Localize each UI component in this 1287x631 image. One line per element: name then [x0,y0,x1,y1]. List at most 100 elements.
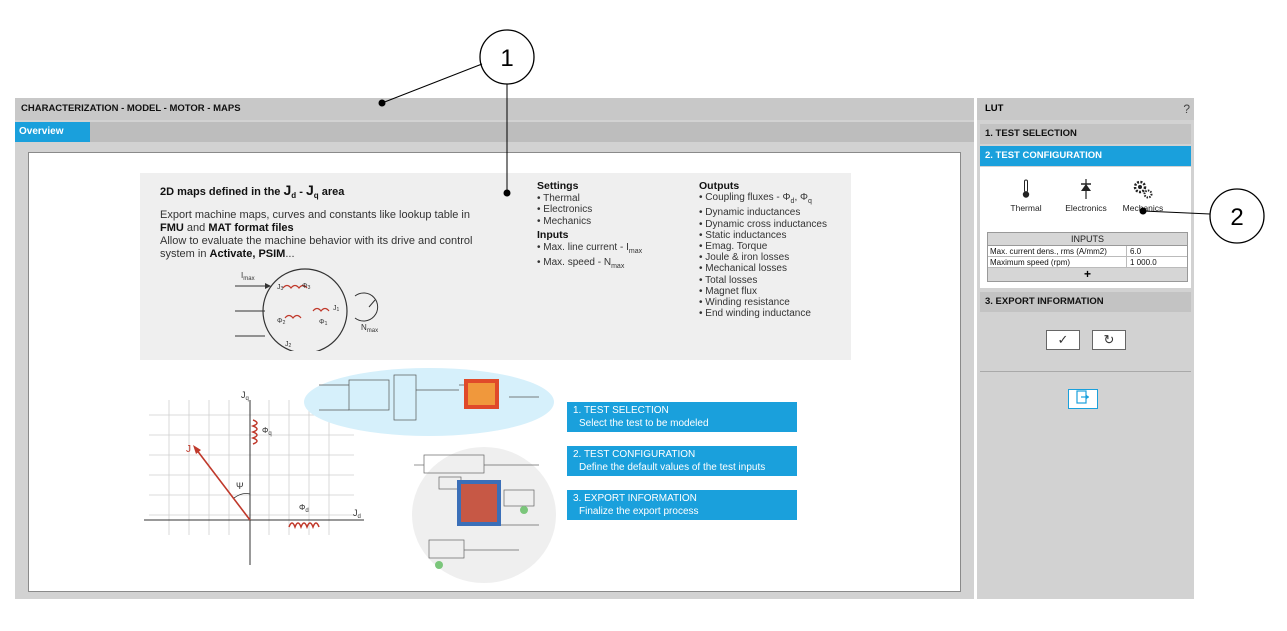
step-title: 3. EXPORT INFORMATION [573,493,697,504]
outputs-flux-sep: , Φ [794,192,808,204]
settings-item: Thermal [537,193,642,205]
vector-label-psi: Ψ [236,481,244,491]
inputs-table: INPUTS Max. current dens., rms (A/mm2) 6… [987,232,1188,282]
svg-text:Nmax: Nmax [361,323,378,334]
inputs-item: Max. speed - Nmax [537,257,642,273]
motor-label-j3: J [277,284,281,291]
step-subtitle: Select the test to be modeled [579,417,709,429]
callout-number-2: 2 [1230,204,1243,231]
settings-item: Mechanics [537,216,642,228]
main-panel: CHARACTERIZATION - MODEL - MOTOR - MAPS … [15,98,974,599]
title-suffix: area [321,186,345,198]
section-export-information[interactable]: 3. EXPORT INFORMATION [980,292,1191,312]
axis-label-jd-sub: d [358,514,361,520]
motor-label-phi2: Φ [277,318,283,325]
accept-button[interactable]: ✓ [1046,330,1080,350]
desc-fmu: FMU [160,222,184,234]
outputs-item: Magnet flux [699,286,827,297]
coil-d [288,522,320,530]
callout-circle-1 [479,29,535,85]
circuit-backdrop-top [304,368,554,436]
outputs-flux-sub-d: d [790,198,795,206]
tab-bar: Overview [15,122,974,142]
vector-label-phid-sub: d [305,508,308,514]
add-input-button[interactable]: + [988,268,1187,281]
motor-label-phi2-sub: 2 [283,320,286,326]
settings-heading: Settings [537,180,579,192]
title-prefix: 2D maps defined in the [160,186,281,198]
overview-content: 2D maps defined in the Jd - Jq area Expo… [28,152,961,592]
circuit-diagram-bottom [414,454,539,559]
current-vector-arrowhead [193,445,201,454]
overview-illustration: Jq Jd J Ψ Φq Φd [144,368,556,583]
inputs-item-text: Max. line current - I [543,241,629,253]
inputs-item: Max. line current - Imax [537,242,642,258]
title-sub-d: d [291,191,297,201]
mechanics-setting[interactable]: Mechanics [1114,179,1172,213]
section-test-selection[interactable]: 1. TEST SELECTION [980,124,1191,144]
help-icon[interactable]: ? [1183,102,1190,116]
outputs-heading: Outputs [699,180,740,192]
step-title: 2. TEST CONFIGURATION [573,449,696,460]
motor-label-j2: J [285,341,289,348]
motor-label-phi3: Φ [302,283,308,290]
overview-title: 2D maps defined in the Jd - Jq area [160,182,344,200]
outputs-item: Static inductances [699,230,827,241]
title-dash: - [296,186,306,198]
coil-q [250,419,258,445]
callout-circle-2 [1209,188,1265,244]
input-value-field[interactable]: 1 000.0 [1130,258,1157,267]
outputs-item: End winding inductance [699,308,827,319]
outputs-item: Winding resistance [699,297,827,308]
thermal-setting[interactable]: Thermal [997,179,1055,213]
outputs-item: Dynamic cross inductances [699,219,827,230]
outputs-item: Mechanical losses [699,263,827,274]
svg-text:Φq: Φq [262,426,272,437]
overview-summary-box: 2D maps defined in the Jd - Jq area Expo… [140,173,851,360]
title-sub-q: q [313,191,319,201]
outputs-flux-prefix: Coupling fluxes - Φ [705,192,791,204]
motor-label-phi3-sub: 3 [308,285,311,291]
tab-overview[interactable]: Overview [15,122,90,142]
motor-label-j1: J [333,305,337,312]
motor-label-imax: I [241,271,243,280]
overview-description: Export machine maps, curves and constant… [160,209,495,261]
section-test-configuration[interactable]: 2. TEST CONFIGURATION [980,146,1191,166]
step-subtitle: Define the default values of the test in… [579,461,766,473]
step-export-information: 3. EXPORT INFORMATION Finalize the expor… [567,490,797,520]
table-row: Max. current dens., rms (A/mm2) 6.0 [988,246,1187,257]
step-subtitle: Finalize the export process [579,505,699,517]
thermometer-icon [997,179,1055,201]
svg-text:Jq: Jq [241,390,249,402]
mechanics-label: Mechanics [1122,203,1164,213]
motor-label-nmax: N [361,323,367,332]
svg-text:Φ3: Φ3 [302,283,311,291]
lut-header: LUT ? [977,98,1194,120]
reset-button[interactable]: ↻ [1092,330,1126,350]
current-vector-j [195,448,251,521]
desc-tools: Activate, PSIM [209,248,286,260]
svg-text:Jd: Jd [353,508,361,520]
desc-line-2: Allow to evaluate the machine behavior w… [160,235,473,260]
lut-title: LUT [985,103,1004,114]
motor-schematic: J3 Φ3 Φ2 Φ1 J1 J2 Imax Nmax [235,268,378,351]
divider [980,371,1191,372]
export-button[interactable] [1068,389,1098,409]
motor-label-imax-sub: max [243,276,254,282]
main-header-title: CHARACTERIZATION - MODEL - MOTOR - MAPS [15,98,974,120]
transistor-icon [1057,179,1115,201]
svg-text:J2: J2 [285,341,292,349]
input-value-field[interactable]: 6.0 [1130,247,1142,256]
inputs-item-sub: max [611,263,625,270]
electronics-setting[interactable]: Electronics [1057,179,1115,213]
electronics-label: Electronics [1065,203,1107,213]
gears-icon [1114,179,1172,201]
thermal-label: Thermal [1010,203,1042,213]
inputs-item-text: Max. speed - N [543,257,612,268]
input-name: Max. current dens., rms (A/mm2) [988,246,1127,256]
step-title: 1. TEST SELECTION [573,405,669,416]
inputs-item-sub: max [628,247,643,255]
outputs-item: Joule & iron losses [699,252,827,263]
settings-column: Settings Thermal Electronics Mechanics I… [537,180,642,273]
